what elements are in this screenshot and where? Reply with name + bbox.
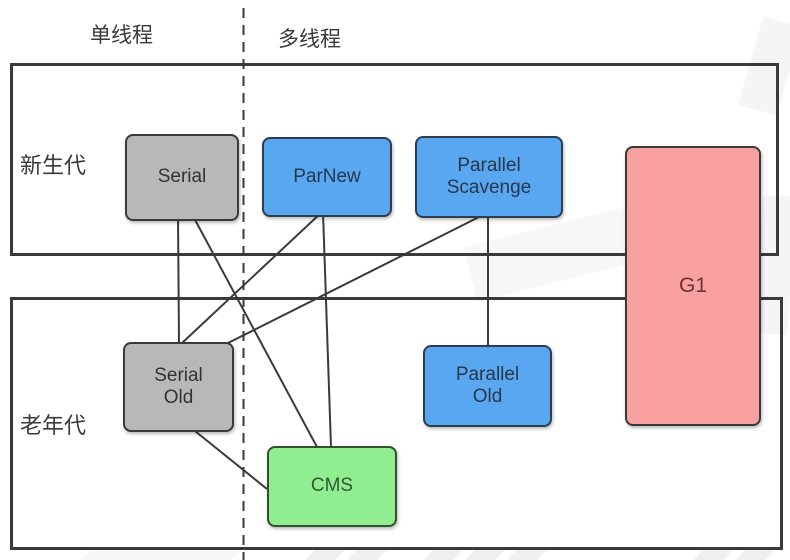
- collector-g1: G1: [625, 146, 761, 426]
- collector-parallel-scavenge: Parallel Scavenge: [415, 136, 563, 218]
- collector-cms-label: CMS: [310, 475, 354, 497]
- edge-serial-to-serial-old: [177, 215, 180, 344]
- collector-parallel-old-label: Parallel Old: [455, 363, 520, 407]
- region-young-generation: [10, 63, 779, 256]
- collector-serial-old-label: Serial Old: [154, 364, 203, 408]
- collector-parnew-label: ParNew: [293, 165, 361, 187]
- collector-serial-old: Serial Old: [123, 342, 234, 432]
- collector-g1-label: G1: [678, 273, 707, 297]
- collector-serial-label: Serial: [157, 166, 207, 188]
- edge-parnew-to-cms: [322, 211, 332, 448]
- collector-serial: Serial: [125, 134, 239, 221]
- edge-parallel-scavenge-to-serial-old: [227, 212, 488, 344]
- label-multi-thread: 多线程: [278, 28, 341, 51]
- collector-parnew: ParNew: [262, 137, 392, 217]
- collector-parallel-scavenge-label: Parallel Scavenge: [446, 154, 532, 198]
- label-old-generation: 老年代: [20, 413, 87, 438]
- edge-serial-old-to-cms: [189, 426, 268, 490]
- region-old-generation: [10, 297, 783, 550]
- collector-parallel-old: Parallel Old: [423, 345, 552, 427]
- collector-cms: CMS: [267, 446, 397, 527]
- label-young-generation: 新生代: [20, 153, 87, 178]
- edge-serial-to-cms: [192, 215, 318, 448]
- label-single-thread: 单线程: [90, 24, 153, 47]
- edge-parnew-to-serial-old: [181, 211, 323, 344]
